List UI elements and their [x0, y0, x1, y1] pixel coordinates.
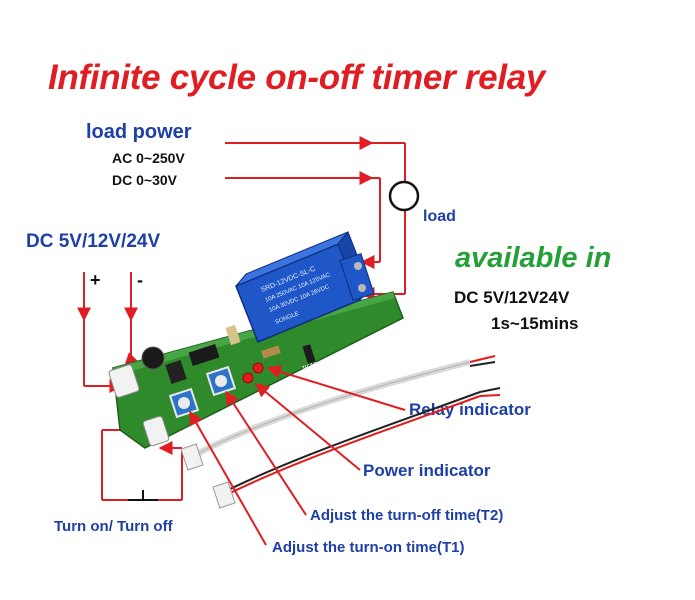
supply-wires	[77, 272, 139, 393]
capacitor	[141, 346, 165, 370]
transistor	[165, 360, 187, 384]
adjust-off-callout: Adjust the turn-off time(T2)	[310, 507, 504, 524]
time-range: 1s~15mins	[491, 314, 579, 333]
diagram-title: Infinite cycle on-off timer relay	[48, 58, 546, 97]
available-heading: available in	[455, 242, 612, 274]
load-power-wires	[225, 136, 406, 301]
trigger-cable	[180, 355, 501, 509]
callout-arrows	[189, 365, 406, 546]
switch-wires	[101, 423, 183, 501]
switch-connector	[142, 415, 170, 447]
turn-on-off-callout: Turn on/ Turn off	[54, 518, 173, 535]
power-led	[242, 372, 254, 384]
ac-range-label: AC 0~250V	[112, 150, 185, 166]
relay-led	[252, 362, 264, 374]
relay-indicator-callout: Relay indicator	[409, 400, 531, 419]
minus-terminal-label: -	[137, 270, 143, 290]
ic-chip	[188, 344, 220, 366]
load-circle	[388, 180, 420, 212]
switch-symbol	[128, 490, 158, 501]
power-indicator-callout: Power indicator	[363, 461, 491, 480]
load-label: load	[423, 208, 456, 225]
dc-range-label: DC 0~30V	[112, 172, 177, 188]
adjust-on-callout: Adjust the turn-on time(T1)	[272, 539, 465, 556]
available-voltages: DC 5V/12V24V	[454, 288, 570, 307]
supply-voltage-label: DC 5V/12V/24V	[26, 231, 161, 252]
plus-terminal-label: +	[90, 270, 101, 290]
power-connector	[108, 364, 140, 398]
load-power-label: load power	[86, 121, 192, 143]
